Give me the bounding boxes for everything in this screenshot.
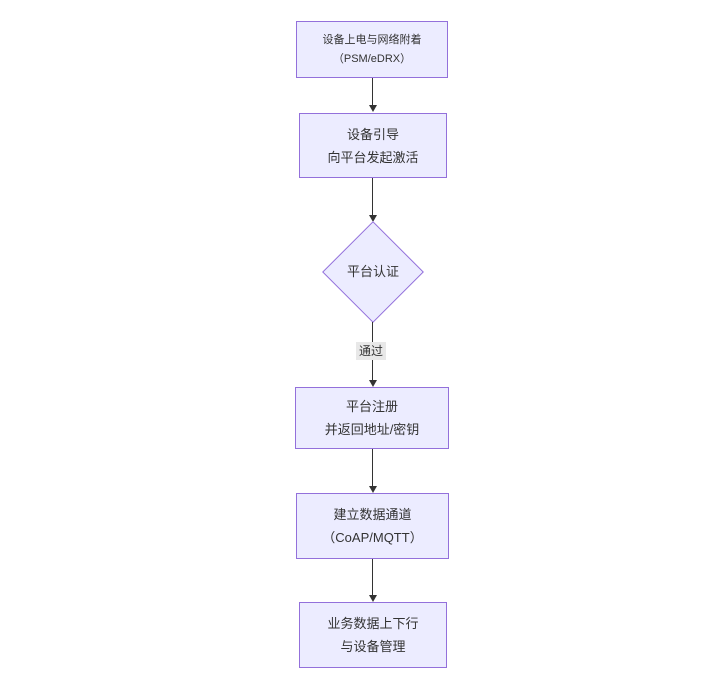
node-label-line: 向平台发起激活	[327, 149, 419, 165]
arrowhead-icon	[369, 595, 377, 602]
node-platform-register: 平台注册 并返回地址/密钥	[295, 387, 449, 449]
node-power-network-attach: 设备上电与网络附着 （PSM/eDRX）	[296, 21, 448, 78]
arrowhead-icon	[369, 380, 377, 387]
node-label-line: 设备引导	[346, 126, 399, 142]
node-data-channel: 建立数据通道 （CoAP/MQTT）	[296, 493, 449, 559]
arrowhead-icon	[369, 215, 377, 222]
node-label-line: （PSM/eDRX）	[332, 52, 412, 65]
arrowhead-icon	[369, 105, 377, 112]
arrowhead-icon	[369, 486, 377, 493]
node-label-line: （CoAP/MQTT）	[322, 530, 423, 545]
edge-connector	[372, 178, 373, 215]
edge-label-pass: 通过	[355, 342, 387, 360]
node-label-line: 平台注册	[345, 399, 398, 414]
node-label-line: 设备上电与网络附着	[322, 33, 422, 46]
node-label-line: 业务数据上下行	[327, 616, 419, 631]
edge-connector	[372, 78, 373, 105]
edge-connector	[372, 559, 373, 595]
node-platform-auth-label: 平台认证	[346, 264, 399, 279]
node-label-line: 与设备管理	[340, 639, 406, 654]
edge-connector	[372, 449, 373, 486]
node-business-data: 业务数据上下行 与设备管理	[299, 602, 447, 668]
node-device-bootstrap: 设备引导 向平台发起激活	[299, 113, 447, 178]
node-label-line: 建立数据通道	[333, 507, 412, 522]
node-label-line: 并返回地址/密钥	[324, 422, 420, 437]
